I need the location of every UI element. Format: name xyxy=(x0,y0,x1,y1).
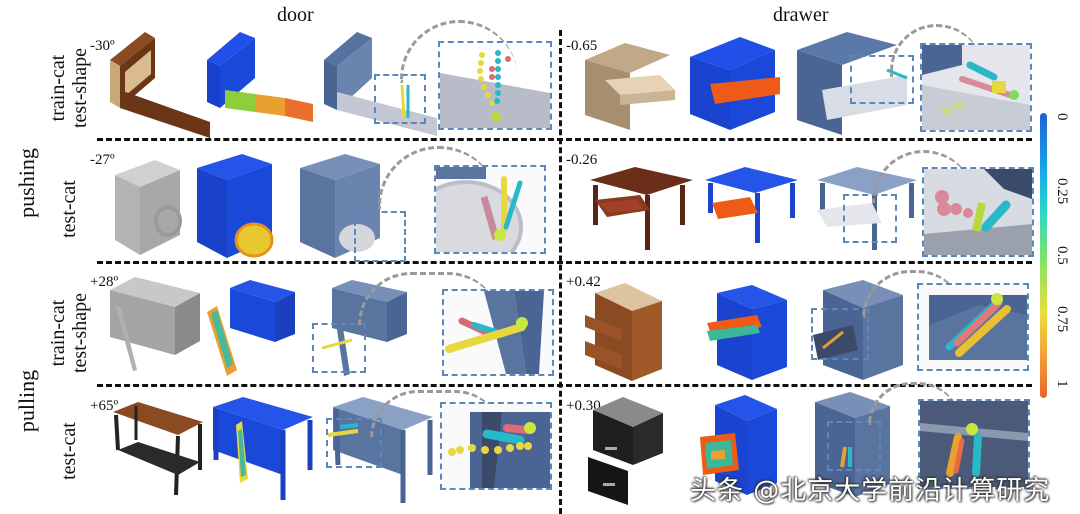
zoom-region-box xyxy=(811,308,869,360)
trajectory-detail xyxy=(436,167,544,252)
zoom-detail-box xyxy=(918,399,1030,489)
angle-label: -0.65 xyxy=(566,38,598,54)
rendering-black-cabinet-original xyxy=(588,397,663,505)
column-title-drawer: drawer xyxy=(773,4,829,26)
colorbar xyxy=(1040,113,1047,398)
zoom-detail-box xyxy=(442,289,554,376)
row-label-line: train-cat xyxy=(47,299,69,367)
rendering-desk-drawer-original xyxy=(590,167,693,250)
column-title-door: door xyxy=(277,4,314,26)
rendering-sideboard-actionability xyxy=(213,397,313,500)
row-label-line: test-cat xyxy=(58,422,80,480)
row-label-pulling-test-cat: test-cat xyxy=(58,406,80,496)
zoom-region-box xyxy=(326,418,382,468)
colorbar-tick: 0.5 xyxy=(1054,246,1070,265)
trajectory-detail xyxy=(924,169,1032,255)
angle-label: +0.30 xyxy=(566,398,601,414)
zoom-detail-box xyxy=(917,283,1029,371)
zoom-detail-box xyxy=(438,41,552,130)
row-label-line: test-shape xyxy=(69,293,91,373)
rendering-dresser-actionability xyxy=(707,285,787,380)
rendering-bookshelf-original xyxy=(110,32,210,138)
rendering-cabinet-drawer-actionability xyxy=(690,37,780,130)
angle-label: +65º xyxy=(90,398,119,414)
zoom-region-box xyxy=(827,421,881,471)
rendering-cabinet-drawer-trajectory xyxy=(797,32,908,135)
row-label-line: test-cat xyxy=(58,180,80,238)
row-label-pushing-test-cat: test-cat xyxy=(58,164,80,254)
zoom-detail-box xyxy=(920,43,1032,132)
colorbar-tick: 0 xyxy=(1054,113,1070,121)
trajectory-detail xyxy=(922,45,1030,130)
trajectory-detail xyxy=(919,285,1027,369)
watermark: 头条 @北京大学前沿计算研究 xyxy=(690,476,1051,506)
row-divider xyxy=(97,384,1032,387)
colorbar-tick: 1 xyxy=(1054,380,1070,388)
rendering-washing-machine-trajectory xyxy=(300,154,380,258)
rendering-microwave-original xyxy=(110,277,200,371)
zoom-detail-box xyxy=(440,402,552,490)
rendering-washing-machine-actionability xyxy=(197,154,274,258)
colorbar-tick: 0.75 xyxy=(1054,306,1070,333)
trajectory-detail xyxy=(444,291,552,374)
rendering-cabinet-drawer-original xyxy=(585,43,675,130)
column-divider xyxy=(559,30,562,514)
group-label-pushing: pushing xyxy=(14,148,39,218)
colorbar-tick: 0.25 xyxy=(1054,178,1070,205)
row-label-pulling-train-cat: train-cat test-shape xyxy=(47,278,91,388)
rendering-bookshelf-actionability xyxy=(207,32,313,122)
rendering-black-cabinet-actionability xyxy=(700,395,777,495)
zoom-region-box xyxy=(850,55,914,104)
angle-label: -30º xyxy=(90,38,115,54)
row-divider xyxy=(97,138,1032,141)
angle-label: +0.42 xyxy=(566,274,601,290)
rendering-microwave-actionability xyxy=(207,280,295,376)
trajectory-detail xyxy=(440,50,550,128)
row-label-line: test-shape xyxy=(69,48,91,128)
rendering-dresser-original xyxy=(585,283,662,381)
zoom-region-box xyxy=(354,211,406,262)
trajectory-detail xyxy=(442,404,550,488)
group-label-pulling: pulling xyxy=(14,369,39,433)
row-label-pushing-train-cat: train-cat test-shape xyxy=(47,33,91,143)
zoom-detail-box xyxy=(434,165,546,254)
row-label-line: train-cat xyxy=(47,54,69,122)
rendering-bookshelf-trajectory xyxy=(324,32,437,136)
zoom-detail-box xyxy=(922,167,1034,257)
angle-label: +28º xyxy=(90,274,119,290)
zoom-region-box xyxy=(843,194,897,243)
zoom-region-box xyxy=(312,323,366,373)
rendering-desk-drawer-actionability xyxy=(705,167,798,243)
angle-label: -0.26 xyxy=(566,152,598,168)
rendering-washing-machine-original xyxy=(115,160,182,255)
row-divider xyxy=(97,261,1032,264)
rendering-sideboard-original xyxy=(113,402,203,496)
trajectory-detail xyxy=(920,401,1028,487)
angle-label: -27º xyxy=(90,152,115,168)
